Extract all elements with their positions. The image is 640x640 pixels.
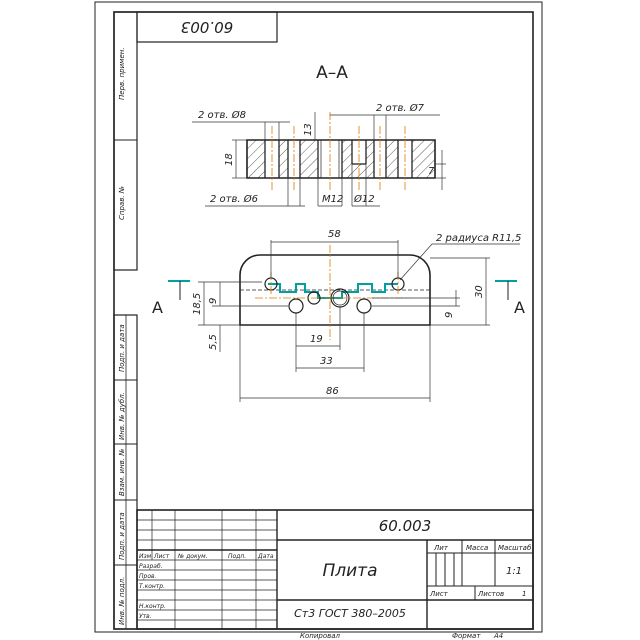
dim-holes-8: 2 отв. Ø8 (198, 109, 246, 121)
col-scale: Масштаб (498, 544, 532, 552)
copied-label: Копировал (300, 632, 341, 640)
dim-len-58: 58 (328, 229, 341, 240)
format-value: А4 (493, 632, 503, 640)
row-header-0: Изм (139, 553, 152, 560)
sheets-count: 1 (522, 590, 526, 598)
sheet-label: Лист (429, 590, 449, 598)
section-title: А–А (316, 63, 348, 83)
row-label-1: Пров. (139, 573, 157, 580)
row-label-0: Разраб. (139, 563, 163, 570)
dim-depth-13: 13 (303, 123, 314, 136)
dim-holes-6: 2 отв. Ø6 (210, 193, 258, 205)
sheet-outer-frame (94, 1, 543, 633)
dim-h-9-left: 9 (208, 298, 219, 304)
sheet-inner-frame (113, 11, 534, 630)
title-block (136, 509, 534, 630)
material: Ст3 ГОСТ 380–2005 (294, 607, 406, 620)
row-label-2: Т.контр. (139, 583, 165, 590)
scale-value: 1:1 (506, 566, 522, 577)
dim-depth-7: 7 (428, 166, 435, 177)
dim-h-5-5: 5,5 (208, 334, 219, 350)
side-label-1: Справ. № (118, 186, 126, 220)
side-label-6: Инв. № подл. (118, 577, 126, 625)
row-label-3: Н.контр. (139, 603, 166, 610)
side-label-3: Инв. № дубл. (118, 392, 126, 440)
col-lit: Лит (433, 544, 449, 552)
col-mass: Масса (466, 544, 488, 552)
row-header-4: Дата (257, 553, 274, 560)
top-designation-text: 60.003 (181, 18, 234, 36)
dim-h-9-right: 9 (444, 312, 455, 318)
dim-len-86: 86 (326, 386, 339, 397)
section-marker-right: А (514, 298, 525, 317)
dim-h-30: 30 (474, 285, 485, 298)
row-label-4: Утв. (139, 613, 152, 620)
side-label-4: Взам. инв. № (118, 448, 126, 496)
section-view: 2 отв. Ø8 2 отв. Ø7 2 отв. Ø6 М12 Ø12 13… (192, 102, 446, 207)
left-margin-strip (113, 11, 138, 630)
part-name: Плита (322, 561, 377, 581)
dim-radius: 2 радиуса R11,5 (436, 233, 521, 244)
dim-h-18-5: 18,5 (192, 293, 203, 315)
plan-view: А А (152, 229, 525, 402)
side-label-0: Перв. примен. (118, 47, 126, 100)
title-designation: 60.003 (379, 517, 432, 535)
section-marker-left: А (152, 298, 163, 317)
side-label-2: Подп. и дата (118, 324, 126, 372)
dim-bore: Ø12 (353, 193, 375, 205)
dim-thick-18: 18 (224, 153, 235, 166)
side-label-5: Подп. и дата (118, 512, 126, 560)
dim-holes-7: 2 отв. Ø7 (376, 102, 425, 114)
row-header-3: Подп. (228, 553, 246, 560)
row-header-2: № докум. (177, 553, 208, 560)
top-designation-box (136, 11, 278, 43)
dim-len-19: 19 (310, 334, 323, 345)
row-header-1: Лист (153, 553, 170, 560)
dim-thread: М12 (322, 194, 343, 205)
format-label: Формат (452, 632, 481, 640)
dim-len-33: 33 (320, 356, 333, 367)
sheets-label: Листов (477, 590, 504, 598)
